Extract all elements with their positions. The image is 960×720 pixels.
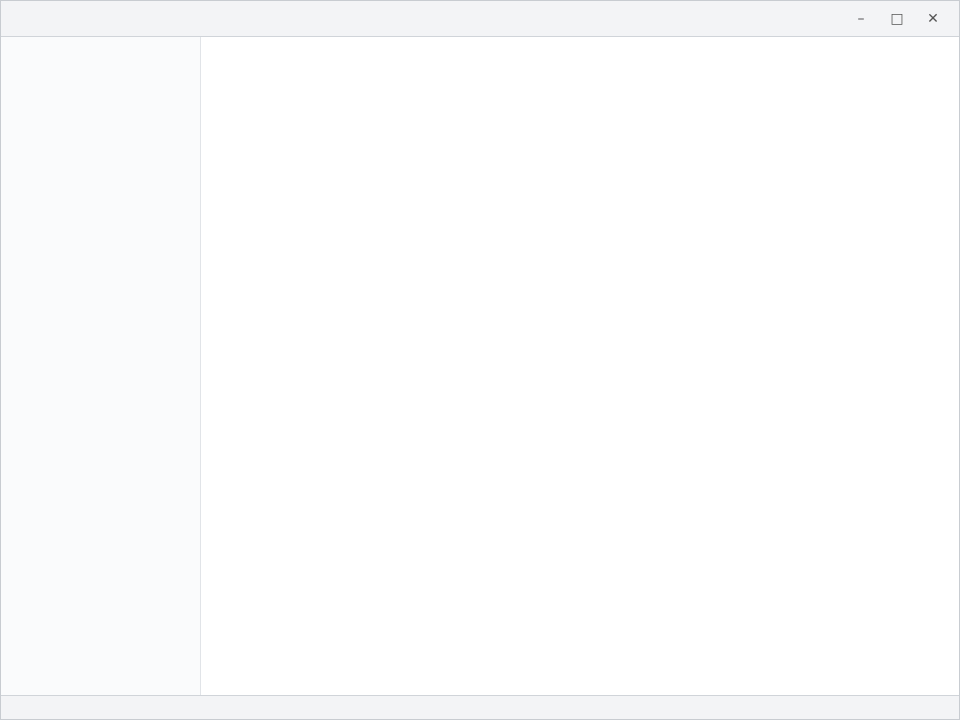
maximize-icon[interactable]: □ xyxy=(890,10,904,27)
close-icon[interactable]: ✕ xyxy=(927,10,939,27)
minimize-icon[interactable]: – xyxy=(857,10,865,27)
title-bar: – □ ✕ xyxy=(1,1,959,37)
window-body xyxy=(1,37,959,695)
sidebar xyxy=(1,37,201,695)
page-title xyxy=(221,53,939,79)
status-bar xyxy=(1,695,959,719)
main-content xyxy=(201,37,959,695)
